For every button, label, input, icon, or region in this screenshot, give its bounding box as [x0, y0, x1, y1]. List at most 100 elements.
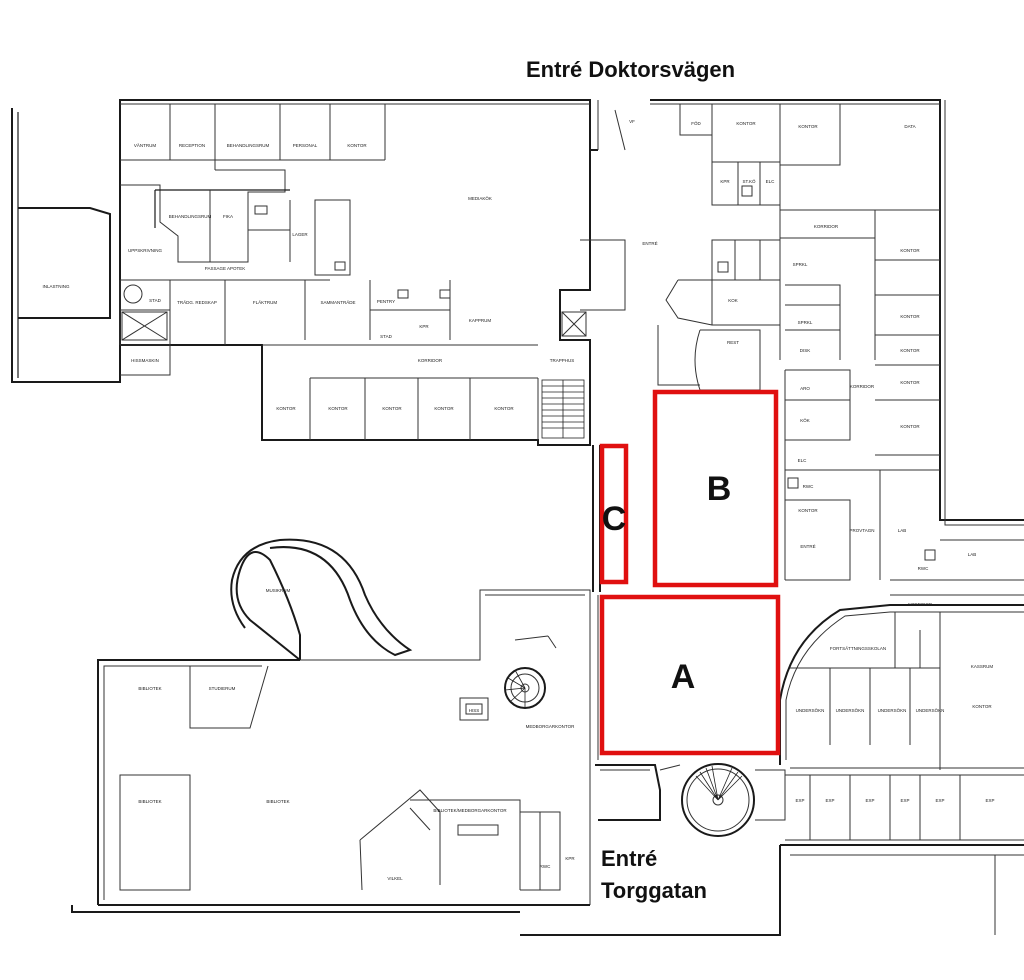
room-label: REST: [727, 340, 739, 345]
room-label: KONTOR: [798, 124, 818, 129]
room-label: KONTOR: [494, 406, 514, 411]
northeast-room-labels: VF ENTRÉ FÖD KONTOR KPR ST.KÖ ELC KONTOR…: [629, 119, 976, 571]
room-label: STAD: [380, 334, 392, 339]
room-label: KONTOR: [900, 248, 920, 253]
room-label: EXP: [985, 798, 994, 803]
zone-c-label: C: [602, 500, 627, 538]
room-label: UNDERSÖKN: [878, 707, 907, 713]
southwest-wing: [71, 538, 661, 913]
room-label: EXP: [825, 798, 834, 803]
room-label: BEHANDLINGSRUM: [169, 214, 212, 219]
room-label: INLASTNING: [42, 284, 70, 289]
southeast-room-labels: KORRIDOR FORTSÄTTNINGSSKOLAN KONTOR UNDE…: [795, 602, 994, 803]
room-label: RECEPTION: [179, 143, 205, 148]
room-label: EXP: [795, 798, 804, 803]
room-label: DATA: [904, 124, 915, 129]
entrance-label-torggatan-line2: Torggatan: [601, 878, 707, 903]
room-label: SPRKL: [793, 262, 808, 267]
room-label: KONTOR: [798, 508, 818, 513]
room-label: KAPPRUM: [469, 318, 492, 323]
room-label: PENTRY: [377, 299, 395, 304]
room-label: VF: [629, 119, 635, 124]
room-label: KASSRUM: [971, 664, 994, 669]
room-label: KONTOR: [382, 406, 402, 411]
room-label: STUDIERUM: [209, 686, 236, 691]
room-label: KONTOR: [328, 406, 348, 411]
room-label: ARO: [800, 386, 810, 391]
room-label: ELC: [766, 179, 776, 184]
room-label: RWC: [540, 864, 551, 869]
room-label: PROVTAGN: [850, 528, 875, 533]
room-label: KONTOR: [900, 314, 920, 319]
room-label: KONTOR: [276, 406, 296, 411]
northeast-wing: [650, 99, 1024, 596]
zone-a-outline[interactable]: [599, 594, 781, 756]
room-label: KONTOR: [900, 380, 920, 385]
zone-b-outline[interactable]: [652, 389, 779, 588]
northwest-wing: [11, 99, 591, 446]
room-label: UNDERSÖKN: [916, 707, 945, 713]
room-label: KORRIDOR: [418, 358, 443, 363]
room-label: TRÄDG. REDSKAP: [177, 299, 217, 305]
room-label: ENTRÉ: [800, 543, 815, 549]
room-label: KONTOR: [900, 424, 920, 429]
room-label: BIBLIOTEK: [138, 686, 161, 691]
room-label: SAMMANTRÄDE: [320, 299, 355, 305]
room-label: UPPSKRIVNING: [128, 248, 163, 253]
room-label: PASSAGE APOTEK: [205, 266, 245, 271]
room-label: PERSONAL: [293, 143, 318, 148]
room-label: LAGER: [292, 232, 308, 237]
room-label: KPR: [565, 856, 575, 861]
room-label: KORRIDOR: [814, 224, 839, 229]
room-label: RWC: [803, 484, 814, 489]
room-label: KONTOR: [434, 406, 454, 411]
room-label: STAD: [149, 298, 161, 303]
room-label: HISS: [469, 708, 480, 713]
room-label: FIKA: [223, 214, 233, 219]
room-label: KPR: [419, 324, 429, 329]
room-label: KONTOR: [972, 704, 992, 709]
room-label: MEDBORGARKONTOR: [526, 724, 575, 729]
room-label: LAB: [968, 552, 977, 557]
room-label: VILKEL: [387, 876, 403, 881]
room-label: ELC: [798, 458, 808, 463]
room-label: SPRKL: [798, 320, 813, 325]
room-label: TRAPPHUS: [550, 358, 575, 363]
room-label: KOK: [728, 298, 738, 303]
room-label: HISSMASKIN: [131, 358, 159, 363]
room-label: DISK: [800, 348, 811, 353]
room-label: KORRIDOR: [850, 384, 875, 389]
zone-b-label: B: [707, 470, 732, 508]
room-label: FORTSÄTTNINGSSKOLAN: [830, 645, 886, 651]
zone-c-outline[interactable]: [599, 443, 629, 585]
room-label: KPR: [720, 179, 730, 184]
room-label: UNDERSÖKN: [796, 707, 825, 713]
southeast-wing: [520, 604, 1024, 936]
room-label: MUSIKRUM: [266, 588, 291, 593]
room-label: BEHANDLINGSRUM: [227, 143, 270, 148]
entrance-label-torggatan-line1: Entré: [601, 846, 657, 871]
room-label: EXP: [900, 798, 909, 803]
room-label: EXP: [865, 798, 874, 803]
room-label: ST.KÖ: [742, 178, 756, 184]
entrance-label-doktorsvagen: Entré Doktorsvägen: [526, 57, 735, 82]
room-label: FLÄKTRUM: [253, 299, 278, 305]
room-label: EXP: [935, 798, 944, 803]
room-label: ENTRÉ: [642, 240, 657, 246]
room-label: BIBLIOTEK: [138, 799, 161, 804]
room-label: FÖD: [691, 120, 701, 126]
southwest-room-labels: MUSIKRUM BIBLIOTEK STUDIERUM MEDBORGARKO…: [138, 588, 575, 881]
room-label: KONTOR: [736, 121, 756, 126]
room-label: BIBLIOTEK/MEDBORGARKONTOR: [433, 808, 507, 813]
room-label: LAB: [898, 528, 907, 533]
room-label: RWC: [918, 566, 929, 571]
room-label: UNDERSÖKN: [836, 707, 865, 713]
room-label: KÖK: [800, 417, 810, 423]
room-label: MEDIAKÖK: [468, 195, 492, 201]
room-label: KONTOR: [347, 143, 367, 148]
room-label: VÄNTRUM: [134, 142, 157, 148]
room-label: KORRIDOR: [908, 602, 933, 607]
room-label: KONTOR: [900, 348, 920, 353]
room-label: BIBLIOTEK: [266, 799, 289, 804]
